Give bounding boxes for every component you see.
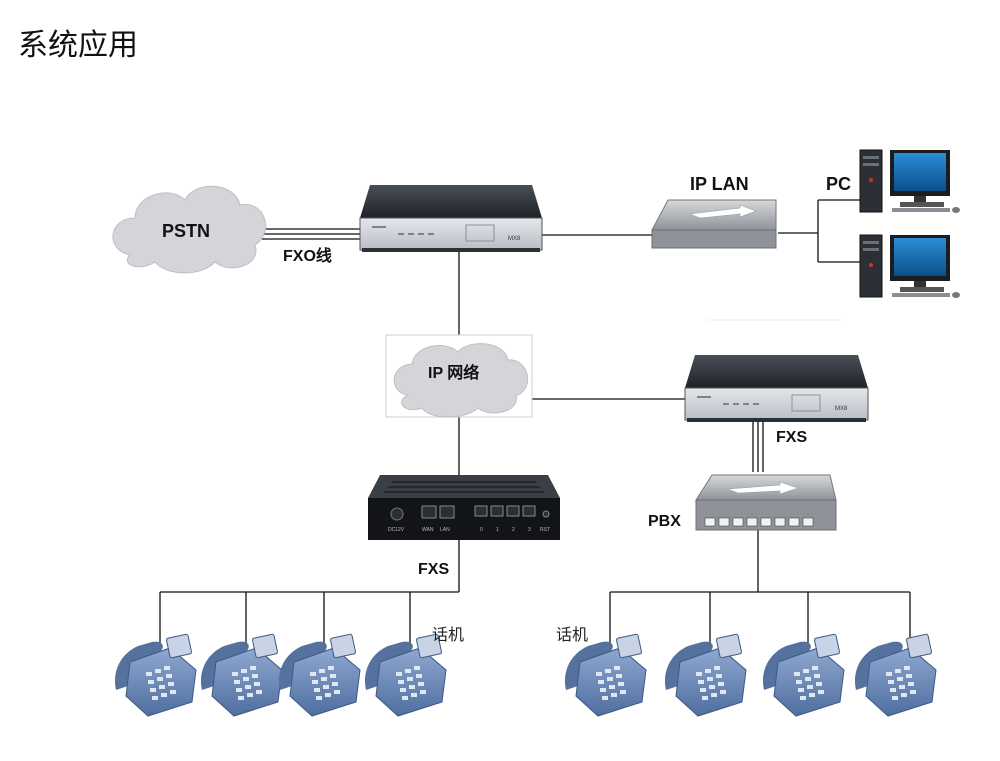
- fxs-right-label: FXS: [776, 429, 807, 446]
- gateway-top: [359, 185, 543, 252]
- ata-port-lan: LAN: [440, 527, 450, 533]
- phone-left-3: [278, 633, 361, 717]
- pc-bottom: [859, 234, 961, 299]
- ata-port-wan: WAN: [422, 527, 434, 533]
- phone-left-label: 话机: [432, 625, 464, 644]
- connection-lines: [159, 199, 911, 650]
- pstn-label: PSTN: [162, 221, 210, 241]
- phone-right-3: [762, 633, 845, 717]
- ata-device: [368, 475, 560, 540]
- pstn-cloud: [112, 185, 267, 274]
- page-title: 系统应用: [18, 28, 138, 63]
- ata-port-3: 3: [528, 527, 531, 533]
- gateway-right-model: MX8: [835, 406, 848, 412]
- phone-right-1: [564, 633, 647, 717]
- ata-port-1: 1: [496, 527, 499, 533]
- fxs-left-label: FXS: [418, 561, 449, 578]
- ip-lan-switch: [651, 199, 777, 249]
- ip-network-cloud: [385, 334, 533, 418]
- gateway-right: [684, 355, 869, 422]
- ata-port-rst: RST: [540, 527, 550, 533]
- ip-network-label: IP 网络: [428, 363, 479, 382]
- ata-port-labels: DC12V WAN LAN 0 1 2 3 RST: [388, 527, 550, 533]
- pbx-label: PBX: [648, 513, 681, 530]
- phone-left-2: [200, 633, 283, 717]
- pc-top: [859, 149, 961, 214]
- ip-lan-label: IP LAN: [690, 174, 749, 194]
- gateway-top-model: MX8: [508, 236, 521, 242]
- phone-left-1: [114, 633, 197, 717]
- phone-right-label: 话机: [556, 625, 588, 644]
- pc-label: PC: [826, 174, 851, 194]
- pbx-switch: [695, 474, 837, 531]
- fxo-line-label: FXO线: [283, 246, 332, 265]
- phone-right-4: [854, 633, 937, 717]
- ata-port-2: 2: [512, 527, 515, 533]
- phone-right-2: [664, 633, 747, 717]
- ata-port-dc: DC12V: [388, 527, 405, 533]
- phone-left-4: [364, 633, 447, 717]
- ata-port-0: 0: [480, 527, 483, 533]
